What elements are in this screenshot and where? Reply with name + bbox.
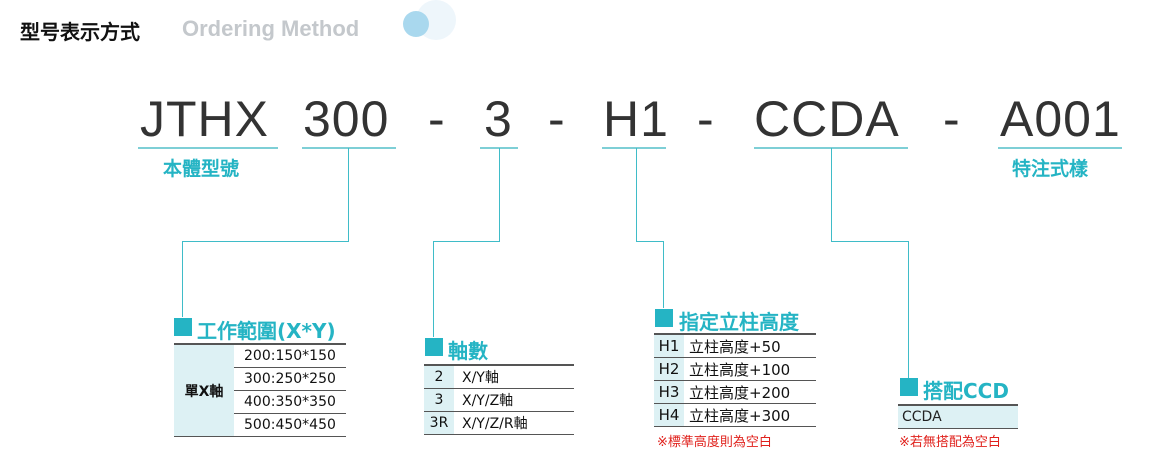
connector-axis — [433, 241, 500, 242]
underline-model — [138, 147, 278, 149]
range-table: 單X軸 200:150*150 300:250*250 400:350*350 … — [174, 345, 346, 437]
section-title-ccd: 搭配CCD — [923, 379, 1009, 403]
caption-model: 本體型號 — [163, 158, 240, 180]
table-row: H2 立柱高度+100 — [654, 357, 816, 381]
axis-code: 2 — [424, 366, 454, 389]
code-segment-range: 300 — [303, 91, 390, 147]
range-value: 200:150*150 — [234, 345, 346, 368]
section-marker-square — [174, 318, 192, 336]
code-segment-axis: 3 — [484, 91, 513, 147]
underline-column — [602, 147, 666, 149]
code-separator: - — [428, 91, 446, 147]
page-title-en: Ordering Method — [182, 16, 360, 41]
axis-desc: X/Y/Z軸 — [454, 388, 574, 412]
code-separator: - — [943, 91, 961, 147]
table-row: 500:450*450 — [174, 413, 346, 437]
decorative-circle — [403, 11, 429, 37]
connector-axis — [433, 241, 434, 337]
section-title-range: 工作範圍(X*Y) — [197, 319, 336, 343]
column-code: H2 — [654, 357, 684, 381]
range-value: 300:250*250 — [234, 367, 346, 391]
column-table: H1 立柱高度+50 H2 立柱高度+100 H3 立柱高度+200 H4 立柱… — [654, 335, 816, 427]
code-segment-ccd: CCDA — [754, 91, 900, 147]
section-marker-square — [425, 338, 443, 356]
section-marker-square — [900, 378, 918, 396]
axis-table: 2 X/Y軸 3 X/Y/Z軸 3R X/Y/Z/R軸 — [424, 366, 574, 435]
table-row: H1 立柱高度+50 — [654, 335, 816, 358]
underline-range — [302, 147, 396, 149]
underline-special — [998, 147, 1122, 149]
column-code: H3 — [654, 380, 684, 404]
caption-special: 特注式樣 — [1012, 158, 1089, 180]
column-note: ※標準高度則為空白 — [657, 435, 772, 450]
section-title-axis: 軸數 — [448, 339, 488, 363]
section-marker-square — [655, 309, 673, 327]
code-separator: - — [548, 91, 566, 147]
ccd-value: CCDA — [898, 406, 1018, 429]
axis-desc: X/Y軸 — [454, 366, 574, 389]
section-title-column: 指定立柱高度 — [679, 310, 799, 334]
connector-column — [636, 148, 637, 242]
connector-ccd — [831, 241, 909, 242]
connector-column — [663, 241, 664, 308]
axis-code: 3 — [424, 388, 454, 412]
code-segment-column: H1 — [603, 91, 669, 147]
connector-column — [636, 241, 664, 242]
code-segment-model: JTHX — [140, 91, 269, 147]
table-row: H3 立柱高度+200 — [654, 380, 816, 404]
range-value: 500:450*450 — [234, 413, 346, 437]
page-title-cn: 型号表示方式 — [20, 20, 140, 44]
table-row: 400:350*350 — [174, 390, 346, 414]
connector-range — [182, 241, 349, 242]
column-desc: 立柱高度+300 — [684, 403, 816, 427]
table-top-rule — [424, 364, 574, 366]
column-code: H4 — [654, 403, 684, 427]
connector-range — [182, 241, 183, 317]
table-row: 單X軸 200:150*150 — [174, 345, 346, 437]
table-row: 2 X/Y軸 — [424, 366, 574, 389]
table-top-rule — [174, 343, 346, 345]
column-desc: 立柱高度+200 — [684, 380, 816, 404]
range-row-label: 單X軸 — [174, 345, 234, 437]
column-desc: 立柱高度+50 — [684, 335, 816, 358]
table-top-rule — [898, 404, 1018, 406]
connector-ccd — [831, 148, 832, 242]
connector-axis — [499, 148, 500, 242]
column-code: H1 — [654, 335, 684, 358]
axis-code: 3R — [424, 411, 454, 435]
code-separator: - — [697, 91, 715, 147]
table-row: 3R X/Y/Z/R軸 — [424, 411, 574, 435]
connector-range — [348, 148, 349, 242]
axis-desc: X/Y/Z/R軸 — [454, 411, 574, 435]
table-row: 3 X/Y/Z軸 — [424, 388, 574, 412]
table-top-rule — [654, 333, 816, 335]
column-desc: 立柱高度+100 — [684, 357, 816, 381]
ccd-note: ※若無搭配為空白 — [899, 435, 1001, 450]
table-row: H4 立柱高度+300 — [654, 403, 816, 427]
connector-ccd — [908, 241, 909, 378]
table-row: 300:250*250 — [174, 367, 346, 391]
range-value: 400:350*350 — [234, 390, 346, 414]
code-segment-special: A001 — [1000, 91, 1121, 147]
